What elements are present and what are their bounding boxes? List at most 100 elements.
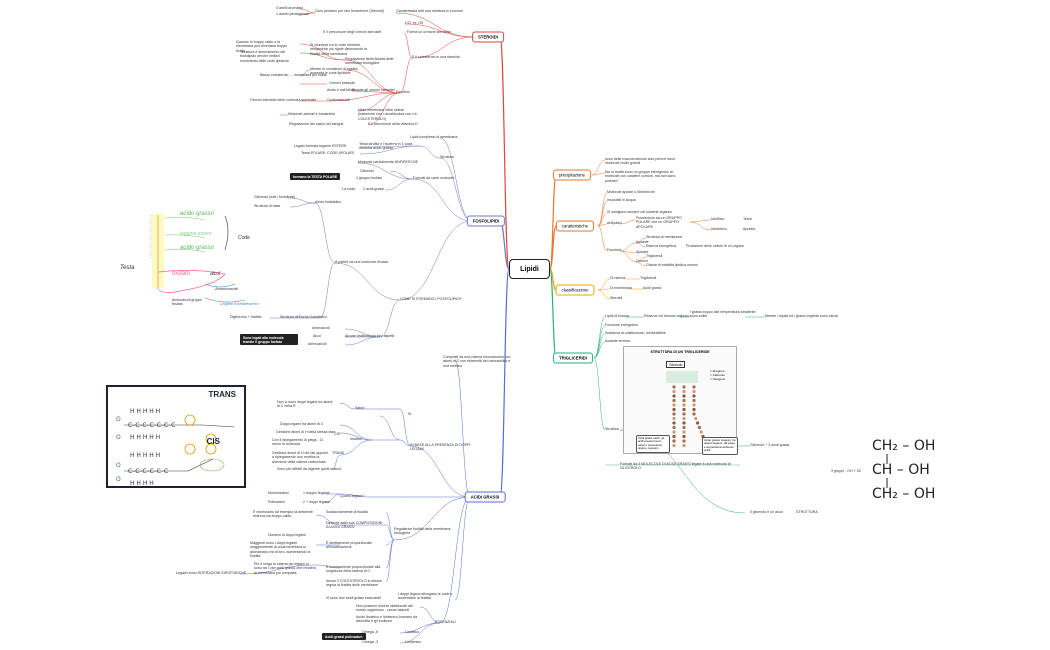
branch-precipitazione[interactable]: precipitazione bbox=[553, 169, 591, 181]
sketch-label: Legami fosfodiesterici bbox=[220, 301, 259, 306]
triglyceride-structure-panel: STRUTTURA DI UN TRIGLICERIDE Glicerolo =… bbox=[623, 346, 738, 455]
trigliceridi-label: Lipidi di riserva bbox=[605, 314, 629, 318]
sketch-label: Amminoacidi bbox=[215, 286, 238, 291]
fosfolipidi-label: Testa idrofila e l'Isoferra in 1 coda id… bbox=[359, 142, 413, 151]
trigliceridi-label: Sostanza di costituzione, combustibile bbox=[605, 331, 666, 335]
fatty-acid-structures: OO OO C–C–C–C–C–C–C C–C–C–C–C–C H H H H … bbox=[116, 408, 235, 486]
acidi-label: IN BASE ALLA PRESENZA DI DOPPI LEGAMI bbox=[410, 443, 471, 452]
steroidi-label: E il precursore della vitamina D bbox=[368, 122, 418, 126]
branch-steroidi[interactable]: STEROIDI bbox=[472, 31, 504, 43]
acidi-label: Composti da una catena idrocarburica con… bbox=[443, 355, 511, 368]
legend-carbonio: = Carbonio bbox=[710, 373, 725, 377]
connector bbox=[593, 325, 606, 359]
atom bbox=[682, 425, 686, 430]
atom bbox=[672, 430, 676, 434]
connector bbox=[597, 223, 608, 227]
connector bbox=[635, 261, 647, 267]
steroidi-label: Si inserisce tra le code idrofobe renden… bbox=[310, 43, 367, 56]
sketch-label: acido grasso bbox=[180, 245, 215, 251]
central-topic-lipidi[interactable]: Lipidi bbox=[509, 259, 550, 279]
acidi-label: I doppi legami allungano le code e aumen… bbox=[398, 592, 453, 601]
acidi-label: Anche il COLESTEROLO lo stesso regola la… bbox=[326, 579, 382, 588]
trigliceridi-label: Reserve nel tessuto adiposo bbox=[644, 314, 690, 318]
acidi-label: Sostanzialmente la fluidità bbox=[326, 510, 368, 514]
connector bbox=[344, 336, 381, 346]
atom bbox=[682, 443, 686, 448]
connector bbox=[395, 12, 475, 38]
svg-text:O: O bbox=[116, 476, 121, 483]
classificazione-label: Di membrana bbox=[610, 286, 632, 290]
atom bbox=[692, 398, 696, 403]
connector bbox=[344, 59, 401, 94]
atom bbox=[672, 439, 676, 443]
connector bbox=[419, 145, 441, 159]
atom bbox=[692, 407, 696, 412]
branch-acidi-grassi[interactable]: ACIDI GRASSI bbox=[464, 491, 506, 503]
connector bbox=[339, 424, 373, 441]
branch-caratteristiche[interactable]: caratteristiche bbox=[555, 220, 595, 232]
connector bbox=[299, 43, 346, 61]
steroidi-label: E il colesterolo in una steroide bbox=[412, 55, 460, 59]
svg-text:H H H H H: H H H H H bbox=[130, 452, 160, 459]
fosfolipidi-label: La coda bbox=[342, 187, 355, 191]
fosfolipidi-label: Legato formata legame ESTERE bbox=[294, 144, 347, 148]
steroidi-label: Funzioni bbox=[396, 90, 410, 94]
sketch-label: Code bbox=[238, 235, 250, 241]
connector bbox=[593, 316, 606, 359]
caratteristiche-label: Molecole apolari o idrofobiche bbox=[607, 190, 655, 194]
connector bbox=[499, 36, 510, 270]
fosfolipidi-label: A partire da una molecola di base bbox=[335, 260, 389, 264]
atom bbox=[682, 439, 686, 443]
acidi-label: Gestione atomi di H dei lati opposti a r… bbox=[272, 451, 328, 464]
connector bbox=[411, 36, 475, 59]
caratteristiche-label: Testa bbox=[743, 217, 752, 221]
connector bbox=[549, 268, 557, 291]
branch-classificazione[interactable]: classificazione bbox=[555, 284, 595, 296]
glycerol-formula-line: CH₂ – OH bbox=[872, 438, 936, 454]
connector bbox=[324, 493, 341, 504]
acidi-label: Più è lunga la catena più legami ci sono… bbox=[254, 562, 316, 575]
trigliceridi-label: STRUTTURA bbox=[796, 510, 818, 514]
atom bbox=[672, 407, 676, 412]
atom bbox=[682, 394, 686, 398]
steroidi-label: Caratteristica tutti una struttura in co… bbox=[396, 9, 463, 13]
connector bbox=[619, 250, 637, 263]
legend-idrogeno: = Idrogeno bbox=[710, 369, 725, 373]
atom bbox=[672, 385, 676, 389]
sketch-label: Testa bbox=[120, 265, 135, 271]
connector bbox=[409, 445, 471, 498]
connector bbox=[404, 23, 475, 38]
svg-text:C–C–C–C–C–C–C: C–C–C–C–C–C–C bbox=[128, 422, 175, 429]
connector bbox=[299, 69, 311, 77]
acidi-label: CIS bbox=[334, 432, 340, 436]
caratteristiche-label: Riserva energetica bbox=[646, 244, 676, 248]
acidi-label: Omega -3 bbox=[362, 640, 378, 644]
connector bbox=[591, 172, 606, 176]
acidi-label: Saturi bbox=[355, 406, 365, 410]
fosfolipidi-label: Alcune reattività tra loro aspetti bbox=[345, 334, 395, 338]
atom bbox=[692, 389, 696, 394]
atom bbox=[682, 403, 686, 407]
atom bbox=[694, 416, 698, 421]
connector bbox=[403, 32, 413, 59]
connector bbox=[331, 454, 341, 471]
svg-text:C–C–C–C–C–C: C–C–C–C–C–C bbox=[128, 468, 168, 475]
legend-ossigeno: = Ossigeno bbox=[710, 377, 726, 381]
caratteristiche-label: Insolubili in acqua bbox=[607, 198, 636, 202]
panel-title: STRUTTURA DI UN TRIGLICERIDE bbox=[650, 350, 710, 354]
steroidi-label: Tessitura e ancoramento del fosfolipido … bbox=[240, 50, 289, 63]
sketch-label: legame estere bbox=[180, 231, 212, 237]
connector bbox=[385, 524, 395, 541]
acidi-label: 2 + doppi legami bbox=[303, 500, 330, 504]
steroidi-label: Quando lo troppo caldo e la membrana può… bbox=[236, 40, 288, 53]
connector bbox=[597, 200, 608, 227]
atom bbox=[672, 443, 676, 448]
connector bbox=[319, 262, 336, 319]
branch-trigliceridi[interactable]: TRIGLICERIDI bbox=[553, 352, 593, 364]
acidi-label: Omega -6 bbox=[362, 630, 378, 634]
fosfolipidi-label: Alcol bbox=[313, 334, 321, 338]
atom bbox=[682, 434, 686, 439]
atom bbox=[699, 430, 703, 434]
fosfolipidi-label: Struttura dell'acido fosfatidico bbox=[280, 315, 327, 319]
branch-fosfolipidi[interactable]: FOSFOLIPIDI bbox=[466, 215, 506, 227]
